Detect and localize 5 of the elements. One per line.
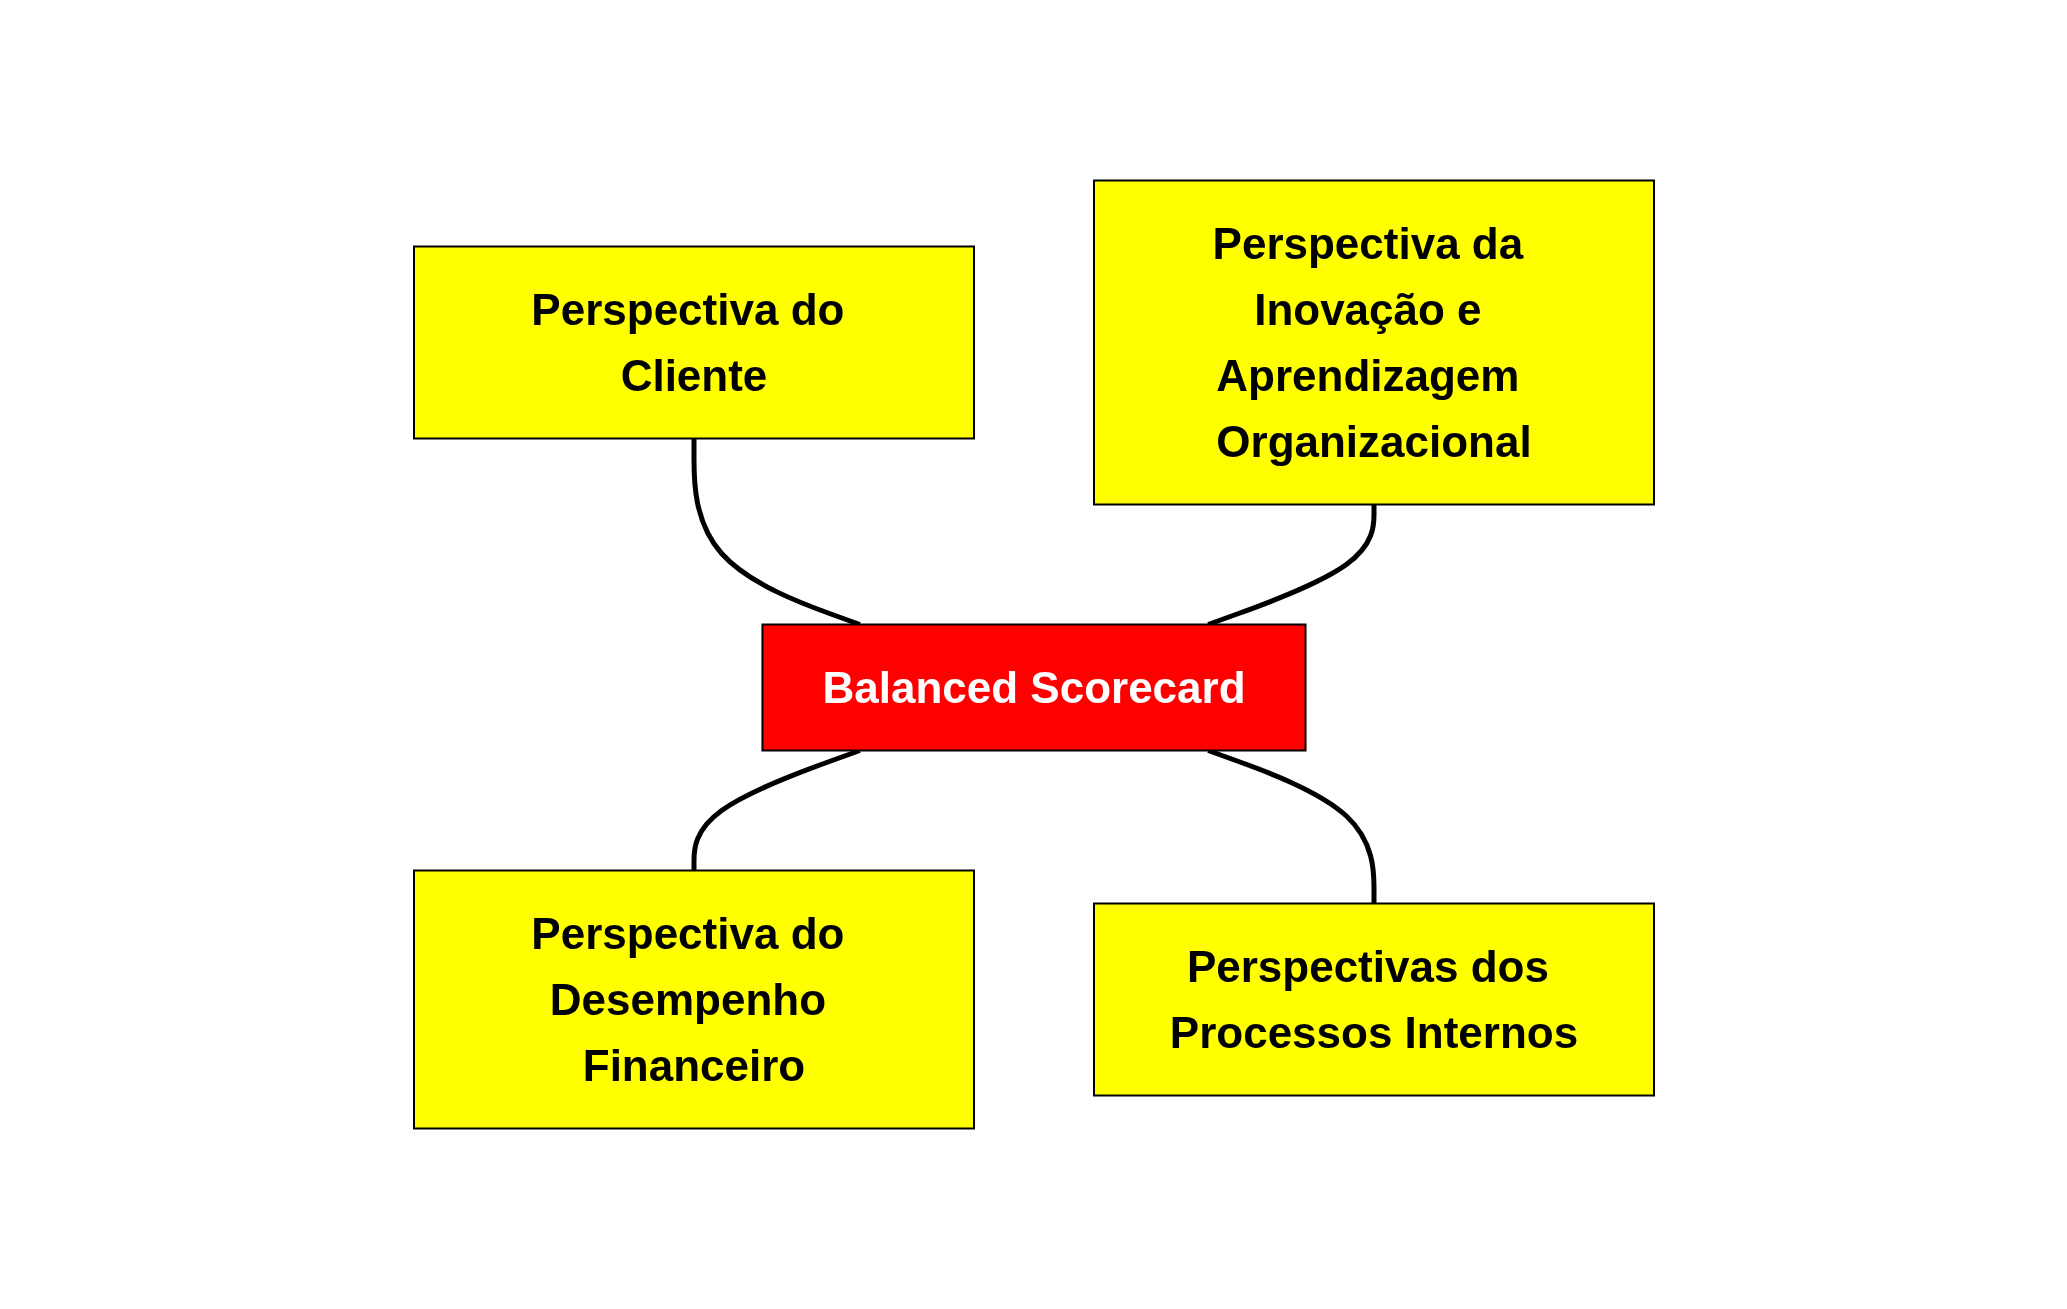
node-box: Perspectiva do Desempenho Financeiro xyxy=(412,869,975,1130)
node-box: Perspectiva da Inovação e Aprendizagem Organizacional xyxy=(1092,179,1655,506)
node-box: Perspectivas dos Processos Internos xyxy=(1092,902,1655,1097)
node-box: Balanced Scorecard xyxy=(760,623,1307,752)
node-box: Perspectiva do Cliente xyxy=(412,245,975,440)
